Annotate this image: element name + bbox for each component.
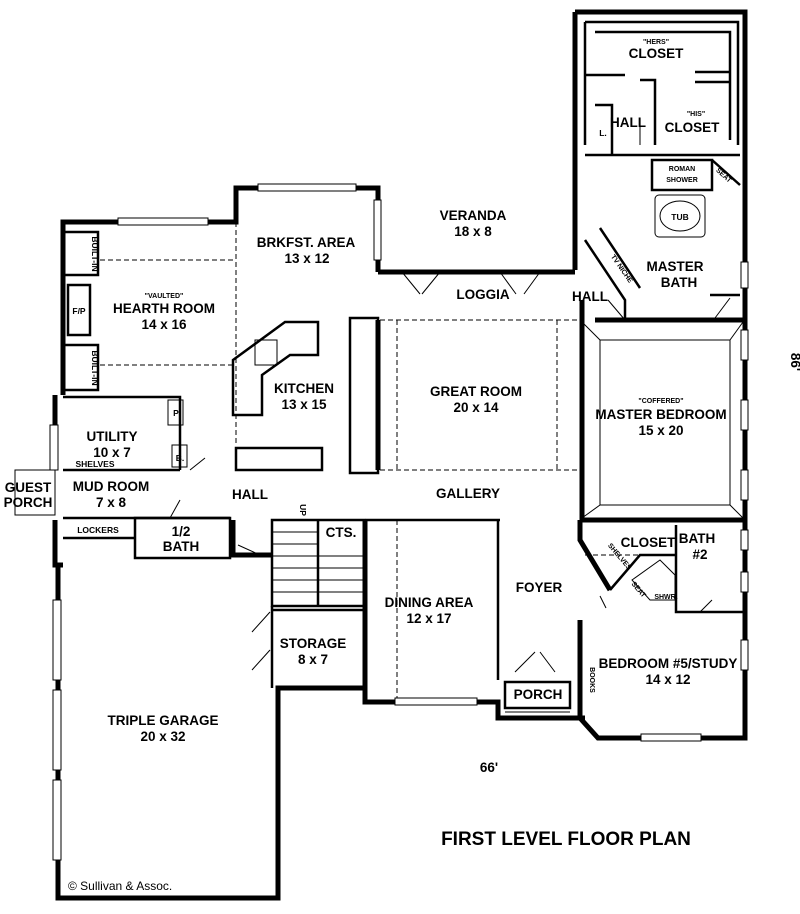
- dashed-openings: [100, 222, 676, 700]
- gallery-label: GALLERY: [436, 486, 500, 501]
- plan-title: FIRST LEVEL FLOOR PLAN: [441, 829, 691, 850]
- hearth-tag: "VAULTED": [145, 293, 184, 300]
- cts-label: CTS.: [326, 525, 357, 540]
- kitchen-size: 13 x 15: [281, 397, 327, 412]
- doors: [14, 120, 731, 673]
- shower-label: SHWR.: [654, 594, 677, 601]
- master-bedroom-tag: "COFFERED": [638, 398, 683, 405]
- master-bedroom-label: MASTER BEDROOM: [595, 407, 726, 422]
- stair-treads: [272, 520, 364, 606]
- hall-center-label: HALL: [232, 487, 268, 502]
- bath2-label-1: BATH: [679, 531, 716, 546]
- builtin-bottom-label: BUILT-IN: [90, 350, 100, 385]
- hers-closet-label: CLOSET: [629, 46, 685, 61]
- hers-closet-tag: "HERS": [643, 39, 669, 46]
- master-bath-label-2: BATH: [661, 275, 698, 290]
- hall-right-label: HALL: [572, 289, 608, 304]
- pantry-label: P: [173, 408, 179, 418]
- bedroom5-label: BEDROOM #5/STUDY: [599, 656, 738, 671]
- brkfst-label: BRKFST. AREA: [257, 235, 356, 250]
- great-room-label: GREAT ROOM: [430, 384, 522, 399]
- hearth-label: HEARTH ROOM: [113, 301, 215, 316]
- exterior-walls: [52, 9, 748, 901]
- mud-room-size: 7 x 8: [96, 495, 127, 510]
- bedroom5-size: 14 x 12: [645, 672, 690, 687]
- closet-right-label: CLOSET: [621, 535, 677, 550]
- copyright-notice: © Sullivan & Assoc.: [68, 879, 172, 893]
- loggia-label: LOGGIA: [456, 287, 509, 302]
- utility-size: 10 x 7: [93, 445, 131, 460]
- dining-size: 12 x 17: [406, 611, 451, 626]
- garage-size: 20 x 32: [140, 729, 185, 744]
- books-label: BOOKS: [588, 667, 595, 693]
- up-label: UP: [298, 504, 308, 516]
- half-bath-label-2: BATH: [163, 539, 200, 554]
- brkfst-size: 13 x 12: [284, 251, 329, 266]
- mud-room-label: MUD ROOM: [73, 479, 150, 494]
- broom-label: B.: [176, 453, 185, 463]
- great-room-size: 20 x 14: [453, 400, 499, 415]
- linen-label: L.: [599, 128, 607, 138]
- width-dimension: 66': [480, 760, 498, 775]
- tub-label: TUB: [671, 212, 688, 222]
- depth-dimension: 86': [788, 353, 800, 371]
- guest-porch-label-1: GUEST: [5, 480, 52, 495]
- porch-label: PORCH: [514, 687, 563, 702]
- lockers-label: LOCKERS: [77, 525, 119, 535]
- builtin-top-label: BUILT-IN: [90, 236, 100, 271]
- fireplace-label: F/P: [72, 306, 86, 316]
- half-bath-label-1: 1/2: [172, 524, 191, 539]
- shelves-left-label: SHELVES: [75, 459, 114, 469]
- his-closet-label: CLOSET: [665, 120, 721, 135]
- seat-lower-label: SEAT: [630, 581, 647, 600]
- dining-label: DINING AREA: [385, 595, 474, 610]
- storage-label: STORAGE: [280, 636, 347, 651]
- hearth-size: 14 x 16: [141, 317, 187, 332]
- hall-upper-label: HALL: [610, 115, 646, 130]
- interior-walls: [56, 20, 745, 717]
- kitchen-label: KITCHEN: [274, 381, 334, 396]
- utility-label: UTILITY: [87, 429, 138, 444]
- bath2-label-2: #2: [692, 547, 707, 562]
- master-bath-label-1: MASTER: [647, 259, 704, 274]
- roman-shower-label-1: ROMAN: [669, 166, 695, 173]
- foyer-label: FOYER: [516, 580, 563, 595]
- roman-shower-label-2: SHOWER: [666, 177, 698, 184]
- veranda-label: VERANDA: [440, 208, 507, 223]
- storage-size: 8 x 7: [298, 652, 328, 667]
- garage-label: TRIPLE GARAGE: [107, 713, 218, 728]
- veranda-size: 18 x 8: [454, 224, 492, 239]
- guest-porch-label-2: PORCH: [4, 495, 53, 510]
- master-bedroom-size: 15 x 20: [638, 423, 683, 438]
- his-closet-tag: "HIS": [687, 111, 705, 118]
